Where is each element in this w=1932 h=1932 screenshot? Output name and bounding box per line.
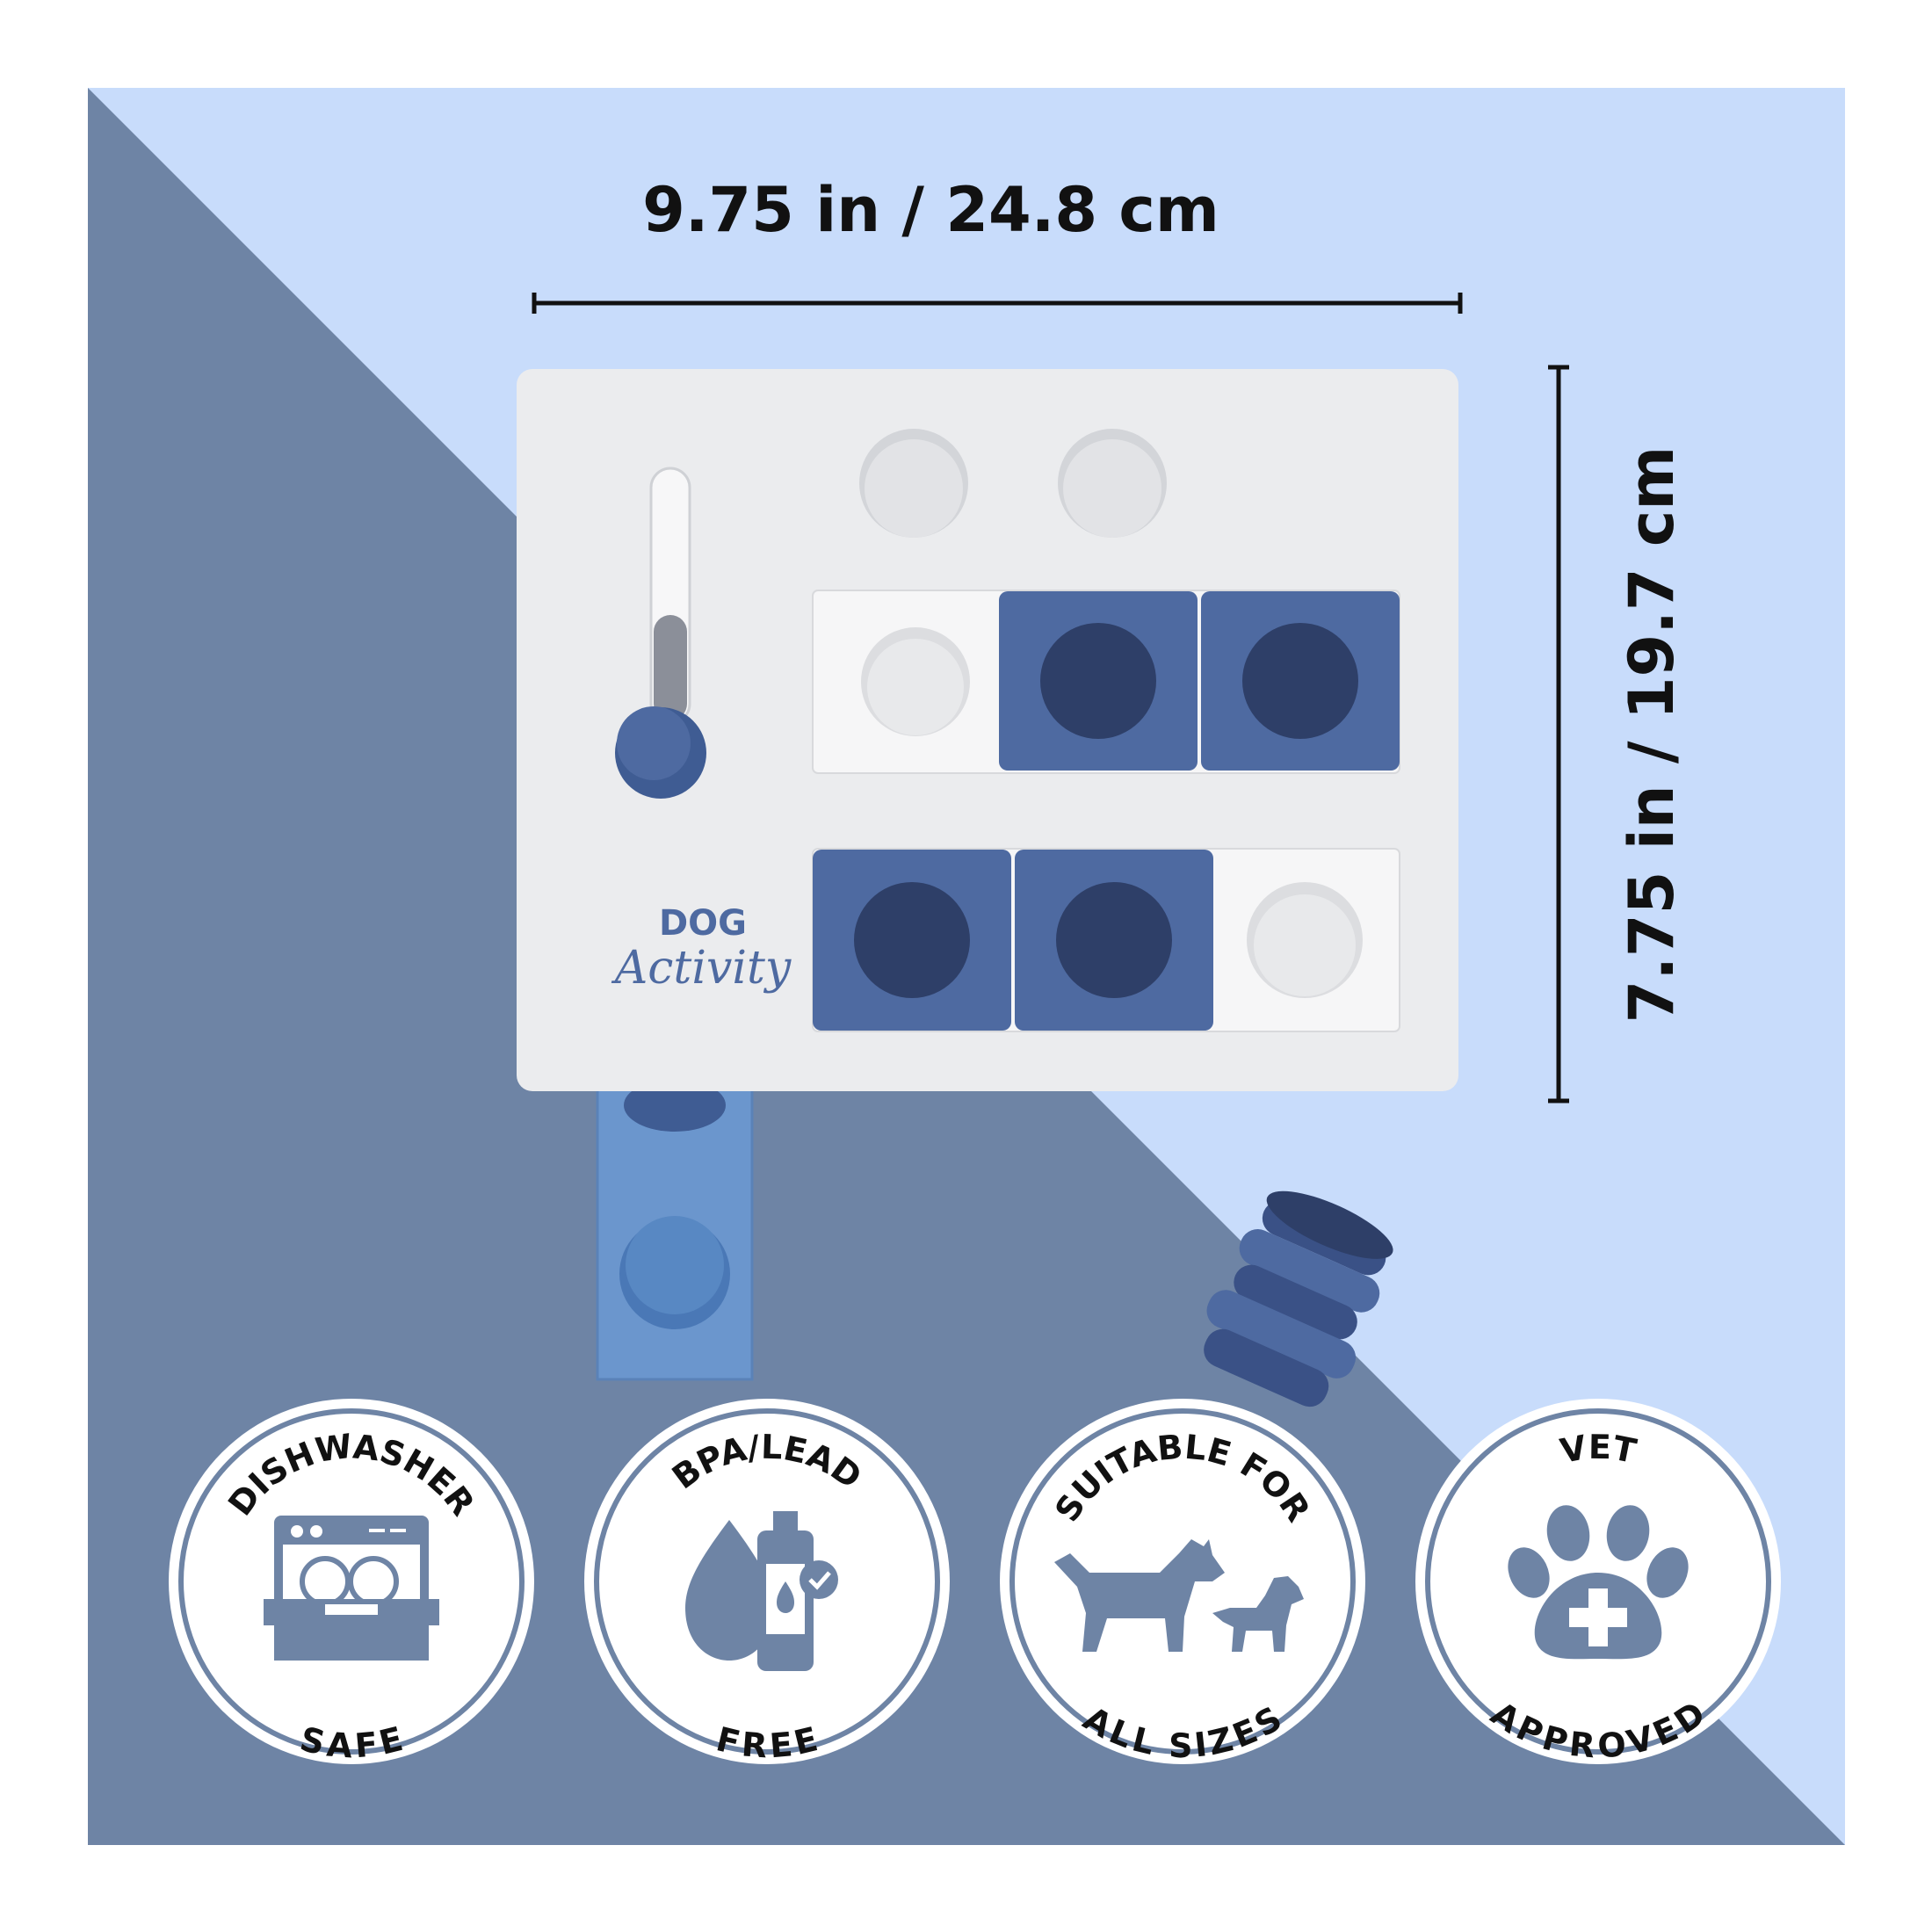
height-dimension-label: 7.75 in / 19.7 cm — [1616, 445, 1688, 1024]
paw-cross-icon — [1508, 1505, 1689, 1660]
bottle-drop-icon — [685, 1511, 838, 1671]
badge-4-top-text: VET — [1557, 1428, 1639, 1471]
badge-1-bottom-text: SAFE — [296, 1719, 407, 1766]
badge-vet-approved — [1415, 1399, 1781, 1764]
dishwasher-icon — [264, 1516, 439, 1661]
badge-suitable-for-all-sizes — [1000, 1399, 1365, 1764]
brand-logo-activity: Activity — [614, 942, 792, 995]
height-dimension-line — [1548, 365, 1569, 1103]
puzzle-board — [517, 369, 1458, 1091]
width-dimension-label: 9.75 in / 24.8 cm — [642, 174, 1219, 246]
badge-dishwasher-safe — [169, 1399, 534, 1764]
brand-logo-dog: DOG — [658, 903, 748, 944]
dogs-icon — [1054, 1539, 1304, 1652]
badge-bpa-lead-free — [584, 1399, 950, 1764]
slider-bar — [596, 1079, 754, 1381]
width-dimension-line — [532, 293, 1463, 314]
stacked-treat-cone — [1204, 1190, 1393, 1407]
